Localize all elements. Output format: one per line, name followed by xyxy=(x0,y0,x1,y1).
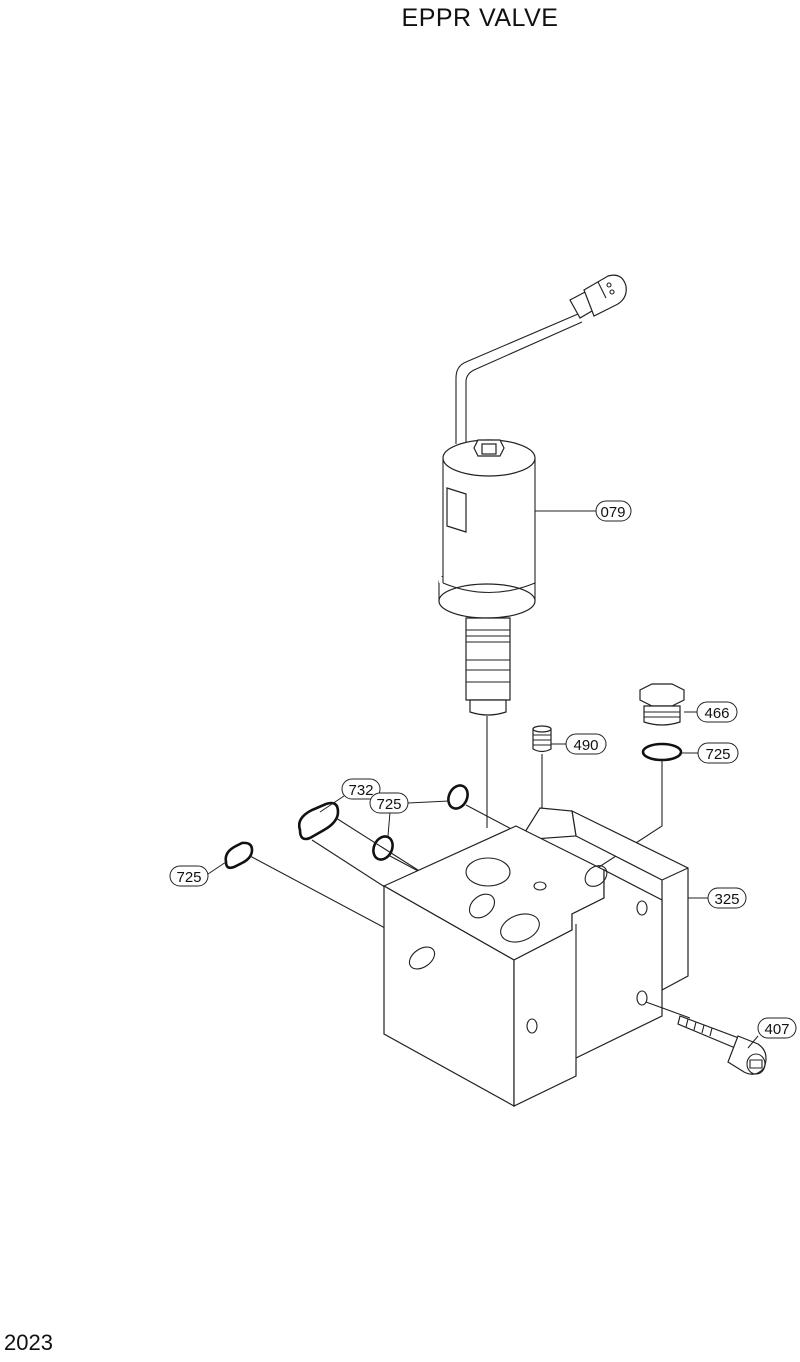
callout-725-left-label: 725 xyxy=(176,869,201,886)
page-number: 2023 xyxy=(4,1330,53,1355)
callout-407: 407 xyxy=(747,1017,797,1049)
callout-466: 466 xyxy=(684,701,738,723)
callout-325: 325 xyxy=(688,887,747,909)
oring-oval xyxy=(297,801,340,841)
oring-left xyxy=(224,841,254,870)
oring-right xyxy=(641,742,683,762)
callout-725-left: 725 xyxy=(169,861,227,887)
pin xyxy=(532,725,552,753)
solenoid-valve xyxy=(438,439,536,716)
oring-mid-bottom xyxy=(372,835,394,861)
callout-325-label: 325 xyxy=(714,891,739,908)
bolt xyxy=(645,1001,767,1075)
callout-466-label: 466 xyxy=(704,705,729,722)
callout-079-label: 079 xyxy=(600,504,625,521)
oring-mid-top xyxy=(447,784,469,810)
callout-732-label: 732 xyxy=(348,782,373,799)
callout-407-label: 407 xyxy=(764,1021,789,1038)
callout-725-right-label: 725 xyxy=(705,746,730,763)
plug xyxy=(639,683,685,726)
callout-490-label: 490 xyxy=(573,737,598,754)
callout-725-right: 725 xyxy=(681,742,739,764)
callout-725-mid-label: 725 xyxy=(376,796,401,813)
valve-block xyxy=(382,807,689,1108)
callout-725-mid: 725 xyxy=(369,792,450,837)
callout-490: 490 xyxy=(551,733,607,755)
callout-732: 732 xyxy=(319,778,381,813)
diagram-title: EPPR VALVE xyxy=(401,4,559,32)
callout-079: 079 xyxy=(535,500,632,522)
connector-cable xyxy=(455,274,627,444)
